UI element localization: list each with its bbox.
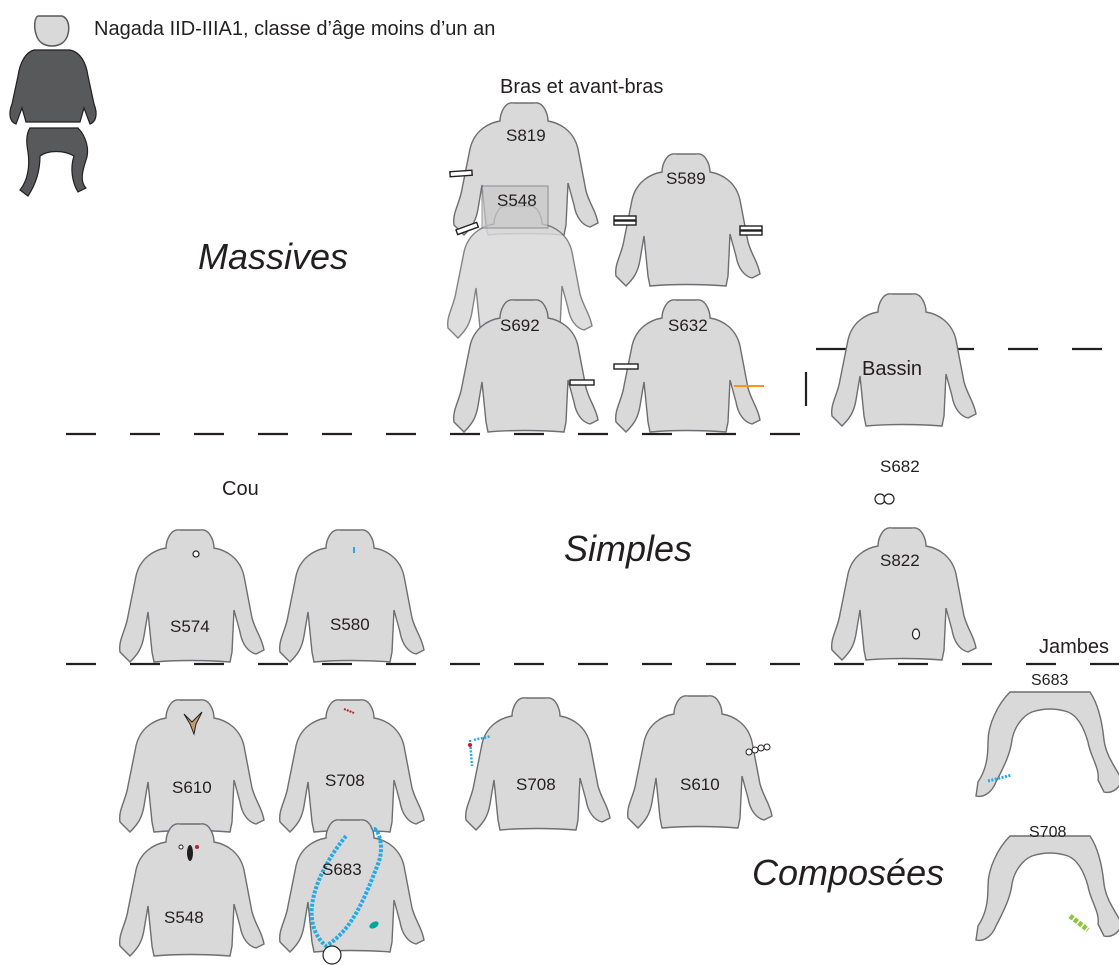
label-s683-legs: S683	[1031, 672, 1069, 689]
massive-bracelets-s819	[449, 169, 480, 236]
separator-lines	[66, 347, 1119, 666]
figure-s708-wrist	[464, 697, 611, 831]
figure-s548-neck	[118, 823, 265, 957]
page-title: Nagada IID-IIIA1, classe d’âge moins d’u…	[94, 18, 496, 40]
figure-s610-wrist	[626, 695, 773, 829]
massive-bracelet-s692	[569, 379, 595, 386]
label-s708-wrist: S708	[516, 775, 556, 794]
label-s548-overlay: S548	[497, 191, 537, 210]
label-s708-neck: S708	[325, 771, 365, 790]
label-s632: S632	[668, 316, 708, 335]
wrist-beads-s610	[745, 743, 771, 756]
region-label-jambes: Jambes	[1039, 636, 1110, 658]
label-s819: S819	[506, 126, 546, 145]
label-s580: S580	[330, 615, 370, 634]
figure-s610-neck	[118, 699, 265, 833]
ankle-beads-s708	[1068, 914, 1090, 932]
section-composees: Composées	[752, 852, 945, 893]
label-s692: S692	[500, 316, 540, 335]
neck-beads-s708	[343, 708, 355, 714]
pendant-bead-s548	[178, 844, 184, 850]
label-s610-neck: S610	[172, 778, 212, 797]
label-s708-legs: S708	[1029, 824, 1067, 841]
label-s822: S822	[880, 551, 920, 570]
region-label-bassin: Bassin	[862, 358, 923, 380]
pelvis-beads-s682	[874, 493, 895, 505]
region-label-bras: Bras et avant-bras	[500, 76, 664, 98]
pendant-s610	[183, 711, 203, 736]
neck-bead-s574	[192, 550, 200, 558]
figure-s580	[278, 529, 425, 663]
label-s589: S589	[666, 169, 706, 188]
figure-s574	[118, 529, 265, 663]
label-s610-wrist: S610	[680, 775, 720, 794]
label-s574: S574	[170, 617, 210, 636]
necklace-pendant-s683	[369, 921, 379, 929]
section-massives: Massives	[198, 236, 349, 277]
pendant-bead-red-s548	[195, 845, 199, 849]
figure-s683-body	[278, 819, 425, 953]
label-s683-body: S683	[322, 860, 362, 879]
figure-s708-neck	[278, 699, 425, 833]
ankle-beads-s683	[987, 773, 1013, 783]
figure-s683-legs	[975, 691, 1119, 798]
pendant-s548	[187, 845, 193, 861]
figure-s708-legs	[975, 835, 1119, 942]
massive-bracelets-s589	[613, 215, 763, 236]
label-s548-neck: S548	[164, 908, 204, 927]
figure-s822	[830, 527, 977, 661]
necklace-amulet-s683	[322, 945, 342, 965]
region-label-cou: Cou	[222, 478, 259, 500]
section-simples: Simples	[564, 528, 693, 569]
label-s682: S682	[880, 457, 920, 476]
massive-bracelet-s632	[613, 363, 639, 370]
wrist-bead-red-s708	[468, 743, 472, 747]
child-body-icon	[9, 15, 97, 197]
overlay-highlight	[481, 185, 549, 229]
pelvis-bead-s822	[911, 628, 921, 640]
